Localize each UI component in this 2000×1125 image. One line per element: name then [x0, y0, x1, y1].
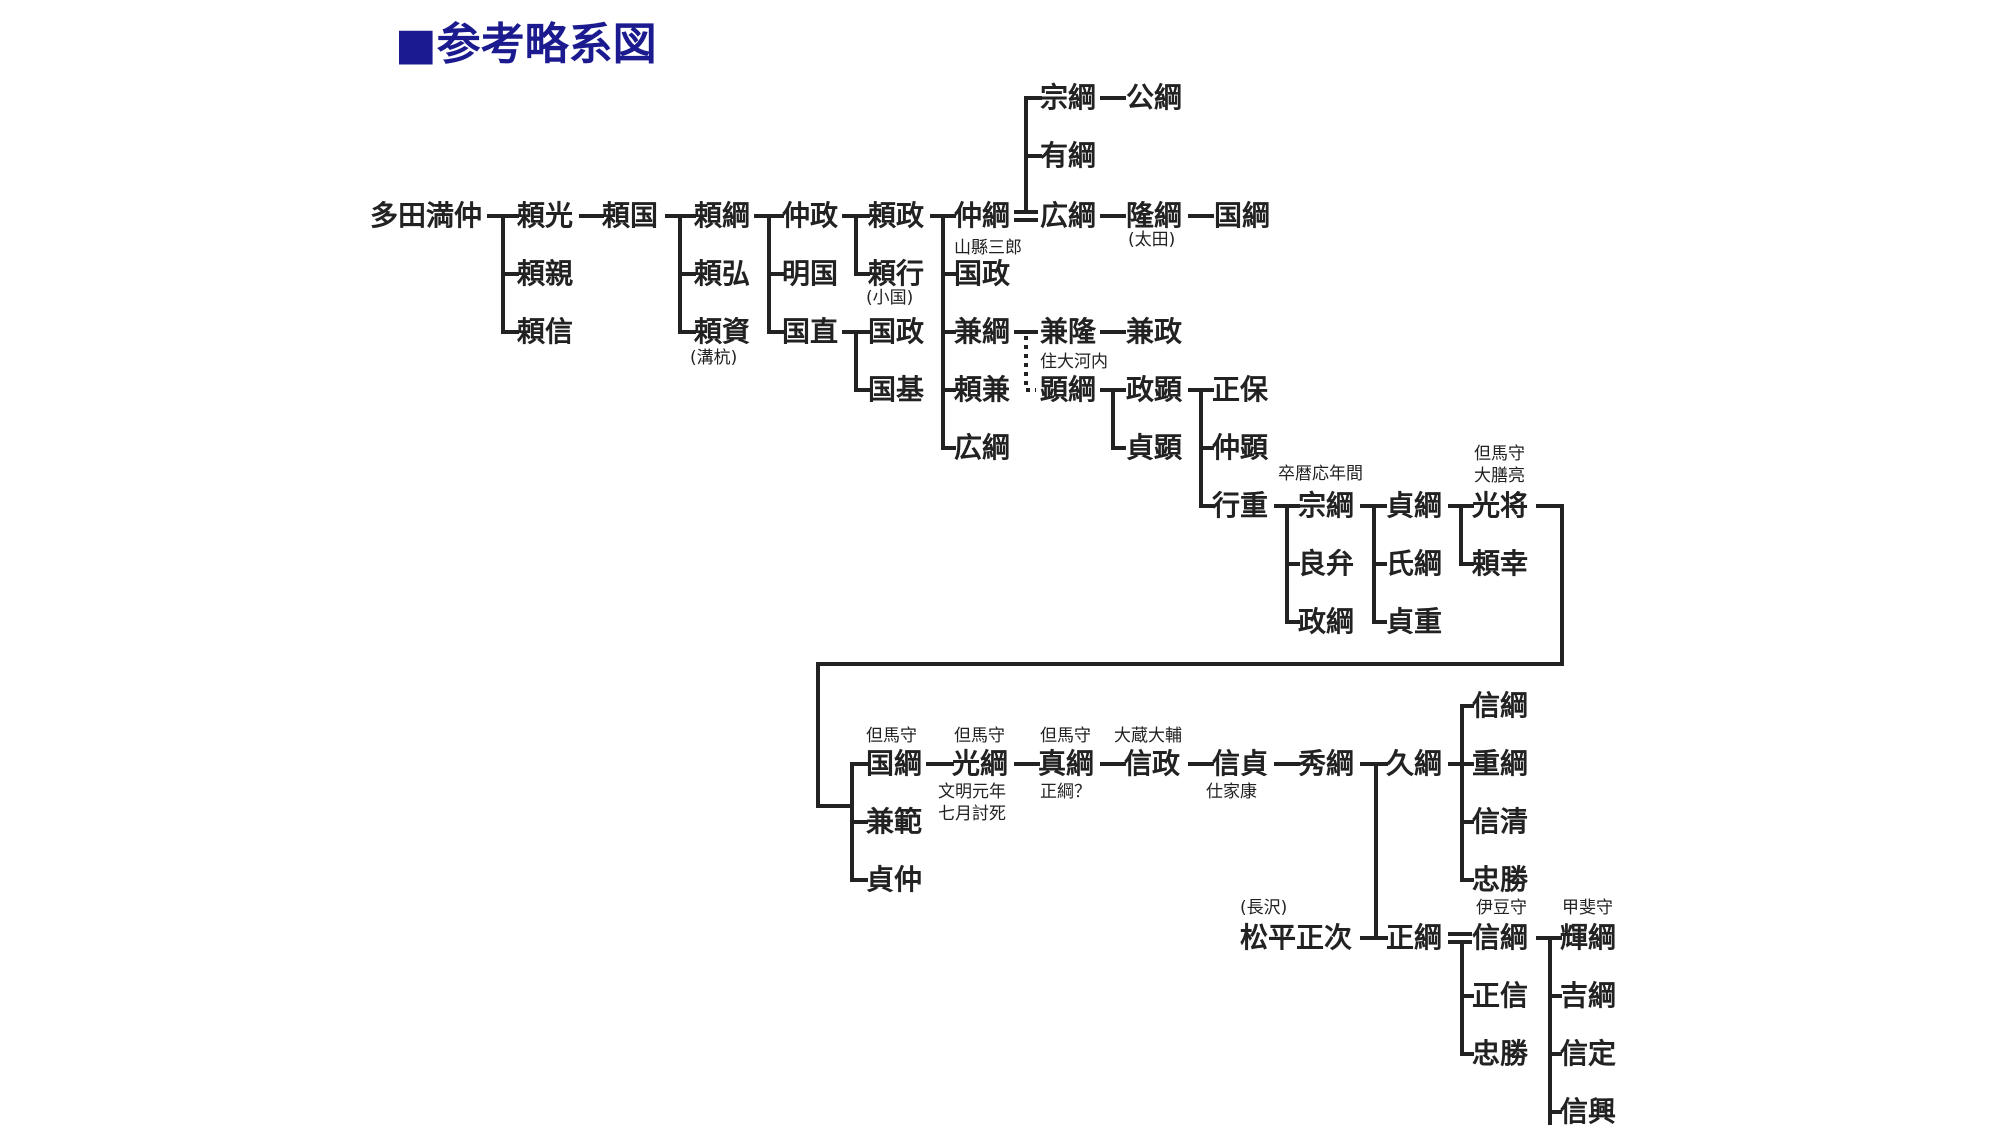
note-ota: (太田) [1128, 230, 1176, 250]
person-sadaaki: 貞顕 [1126, 431, 1183, 464]
person-nobumasa: 信政 [1124, 747, 1181, 780]
person-tadakatsu-2: 忠勝 [1472, 1037, 1529, 1070]
person-nobutsuna-2: 信綱 [1472, 921, 1529, 954]
person-yorisuke: 頼資 [694, 315, 751, 348]
note-izu: 伊豆守 [1476, 898, 1527, 918]
person-akikuni: 明国 [782, 257, 839, 290]
person-kunimasa: 国政 [868, 315, 925, 348]
person-kanenori: 兼範 [866, 805, 923, 838]
person-yoritsuna: 頼綱 [694, 199, 751, 232]
note-ookura: 大蔵大輔 [1114, 726, 1182, 746]
page-title: ■参考略系図 [395, 19, 657, 70]
person-tadakatsu: 忠勝 [1472, 863, 1529, 896]
person-mitsutsuna: 光綱 [952, 747, 1009, 780]
person-nakamasa: 仲政 [782, 199, 839, 232]
person-nobusada: 信貞 [1212, 747, 1269, 780]
person-nobuoki: 信興 [1560, 1095, 1617, 1125]
note-seitsuna: 正綱？ [1040, 782, 1091, 802]
person-yoriyuki: 頼行 [868, 257, 925, 290]
person-yorihiro: 頼弘 [694, 257, 751, 290]
person-hirotsuna-2: 広綱 [1040, 199, 1097, 232]
person-nakaaki: 仲顕 [1212, 431, 1269, 464]
person-hirotsuna: 広綱 [954, 431, 1011, 464]
person-ujitsuna: 氏綱 [1386, 547, 1443, 580]
note-mizokui: (溝杭) [690, 348, 738, 368]
person-munetsuna-2: 宗綱 [1298, 489, 1355, 522]
person-yorimitsu: 頼光 [517, 199, 574, 232]
person-yorikane: 頼兼 [954, 373, 1011, 406]
person-masanobu: 正信 [1472, 979, 1529, 1012]
person-terutsuna: 輝綱 [1560, 921, 1617, 954]
person-nakatsuna: 仲綱 [954, 199, 1011, 232]
person-akitsuna: 顕綱 [1040, 373, 1097, 406]
person-sadashige: 貞重 [1386, 605, 1443, 638]
note-bunmei: 文明元年 [938, 782, 1006, 802]
person-yorinobu: 頼信 [517, 315, 574, 348]
person-hidetsuna: 秀綱 [1298, 747, 1355, 780]
note-tajima-kunitsuna: 但馬守 [866, 726, 917, 746]
note-taizen-mitsumasa: 大膳亮 [1474, 466, 1525, 486]
person-yoriyuki-2: 頼幸 [1472, 547, 1529, 580]
person-shigetsuna: 重綱 [1472, 747, 1529, 780]
note-koreki: 卒暦応年間 [1278, 464, 1363, 484]
person-sanetsuna: 真綱 [1038, 747, 1095, 780]
person-yorichika: 頼親 [517, 257, 574, 290]
person-nobukiyo: 信清 [1472, 805, 1529, 838]
person-kanemasa: 兼政 [1126, 315, 1183, 348]
person-kuninao: 国直 [782, 315, 839, 348]
person-yoshitsuna: 吉綱 [1560, 979, 1617, 1012]
note-nagasawa: (長沢) [1240, 898, 1288, 918]
note-ieyasu: 仕家康 [1206, 782, 1257, 802]
person-matsudaira-masatsugu: 松平正次 [1240, 921, 1353, 954]
note-kai: 甲斐守 [1562, 898, 1613, 918]
person-tada-mitsunaka: 多田満仲 [370, 199, 483, 232]
person-kanetsuna: 兼綱 [954, 315, 1011, 348]
person-hisatsuna: 久綱 [1386, 747, 1443, 780]
person-takatsuna: 隆綱 [1126, 199, 1183, 232]
person-kintsuna: 公綱 [1126, 81, 1183, 114]
person-yorimasa: 頼政 [868, 199, 925, 232]
person-masaaki: 政顕 [1126, 373, 1183, 406]
person-sadanaka: 貞仲 [866, 863, 923, 896]
person-masatsuna-2: 正綱 [1386, 921, 1443, 954]
note-ookawachi: 住大河内 [1040, 352, 1108, 372]
person-munetsuna: 宗綱 [1040, 81, 1097, 114]
note-tajima-sanetsuna: 但馬守 [1040, 726, 1091, 746]
person-kunitsuna: 国綱 [1214, 199, 1271, 232]
note-yamagata-saburo: 山縣三郎 [954, 238, 1022, 258]
person-yukishige: 行重 [1212, 489, 1269, 522]
person-yorikuni: 頼国 [602, 199, 659, 232]
note-koguni: (小国) [866, 288, 914, 308]
person-mitsumasa: 光将 [1472, 489, 1529, 522]
person-ryoben: 良弁 [1298, 547, 1355, 580]
person-nobutsuna: 信綱 [1472, 689, 1529, 722]
person-masayasu: 正保 [1212, 373, 1269, 406]
person-nobusada-2: 信定 [1560, 1037, 1617, 1070]
person-masatsuna: 政綱 [1298, 605, 1355, 638]
note-uchijini: 七月討死 [938, 804, 1006, 824]
person-kanetaka: 兼隆 [1040, 315, 1097, 348]
note-tajima-mitsutsuna: 但馬守 [954, 726, 1005, 746]
person-kunimasa-2: 国政 [954, 257, 1011, 290]
person-aritsuna: 有綱 [1040, 139, 1097, 172]
person-kunitsuna-2: 国綱 [866, 747, 923, 780]
person-sadatsuna: 貞綱 [1386, 489, 1443, 522]
note-tajima-mitsumasa: 但馬守 [1474, 444, 1525, 464]
person-kunimoto: 国基 [868, 373, 925, 406]
